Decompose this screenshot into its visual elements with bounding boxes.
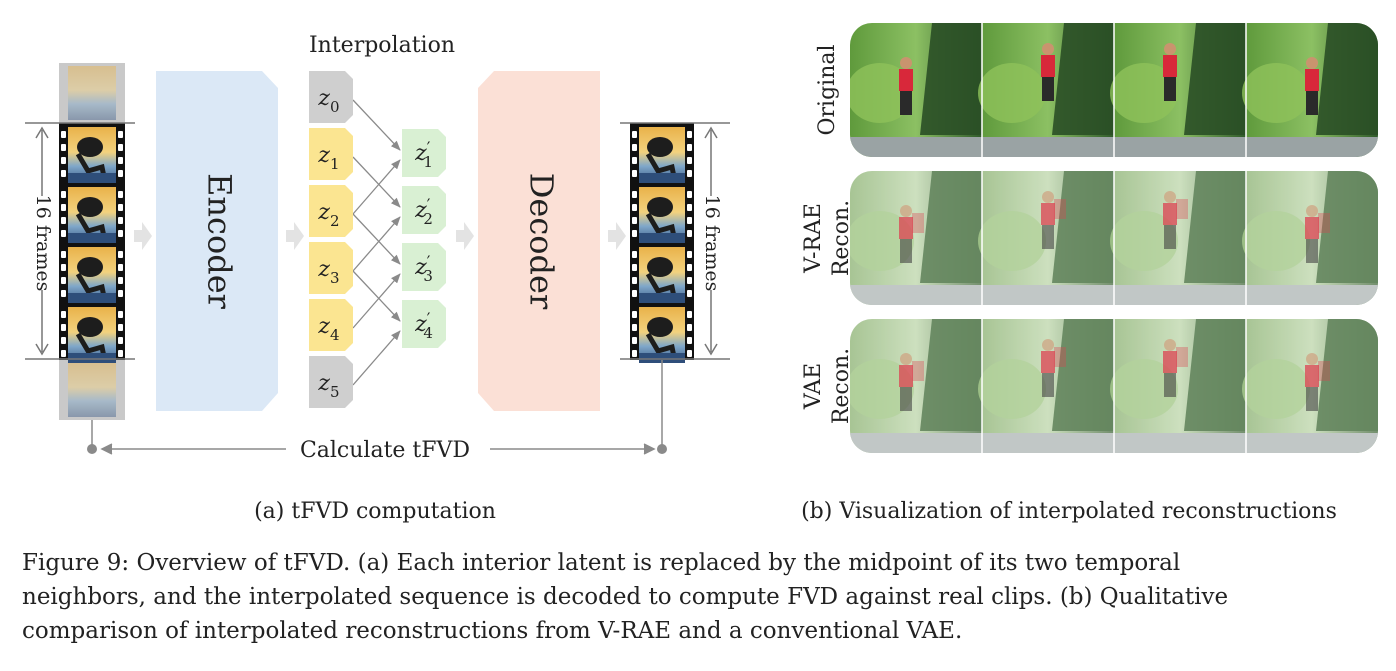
latent-label: z′2 (414, 195, 433, 228)
frames-label-right: 16 frames (701, 195, 723, 292)
thumbnail-row (850, 23, 1378, 157)
film-frame (632, 247, 692, 303)
latent-label: z1 (317, 143, 339, 173)
latent-label: z′4 (414, 309, 433, 342)
reconstruction-frame (1110, 23, 1246, 157)
interp-token-z1: z′1 (402, 129, 446, 177)
film-frame (632, 187, 692, 243)
interpolation-label: Interpolation (309, 33, 455, 58)
caption-line: Figure 9: Overview of tFVD. (a) Each int… (22, 550, 1181, 576)
latent-label: z2 (317, 200, 339, 230)
row-label: V-RAE (801, 203, 826, 274)
film-frame (632, 307, 692, 363)
decoder-label: Decoder (523, 173, 561, 310)
latent-label: z5 (317, 371, 339, 401)
subcaption-a: (a) tFVD computation (254, 499, 496, 524)
latent-token-z2: z2 (309, 185, 353, 237)
caption-line: comparison of interpolated reconstructio… (22, 618, 963, 644)
latent-token-z3: z3 (309, 242, 353, 294)
latent-label: z3 (317, 257, 339, 287)
row-label: Recon. (829, 348, 854, 424)
flow-arrows (134, 222, 626, 250)
interpolated-latent-tokens: z′1 z′2 z′3 z′4 (402, 129, 446, 348)
caption-line: neighbors, and the interpolated sequence… (22, 584, 1229, 610)
tfvd-endpoint-left (87, 444, 97, 454)
reconstruction-frame (1110, 319, 1246, 453)
tfvd-label: Calculate tFVD (300, 438, 470, 463)
subcaption-b: (b) Visualization of interpolated recons… (801, 499, 1337, 524)
film-frame (632, 127, 692, 183)
latent-token-z5: z5 (309, 356, 353, 408)
reconstruction-frame (1242, 23, 1378, 157)
thumbnail-row (850, 171, 1378, 305)
figure-caption: Figure 9: Overview of tFVD. (a) Each int… (22, 546, 1382, 648)
thumbnail-row (850, 319, 1378, 453)
interp-token-z3: z′3 (402, 243, 446, 291)
film-frame (61, 307, 123, 363)
interp-token-z4: z′4 (402, 300, 446, 348)
latent-label: z0 (317, 86, 339, 116)
encoder-label: Encoder (201, 173, 239, 310)
reconstruction-frame (850, 23, 982, 157)
latent-label: z′3 (414, 252, 433, 285)
row-label: Original (815, 44, 840, 135)
film-frame (61, 187, 123, 243)
reconstruction-frame (850, 171, 982, 305)
reconstruction-grid (850, 23, 1378, 453)
frames-label-left: 16 frames (32, 195, 54, 292)
row-label: Recon. (829, 200, 854, 276)
film-frame (61, 127, 123, 183)
latent-token-z1: z1 (309, 128, 353, 180)
output-film-strip (630, 123, 694, 363)
reconstruction-frame (1110, 171, 1246, 305)
reconstruction-frame (850, 319, 982, 453)
row-label: VAE (801, 363, 826, 410)
decoder-block (478, 71, 600, 411)
reconstruction-frame (1242, 319, 1378, 453)
latent-token-z0: z0 (309, 71, 353, 123)
latent-tokens: z0 z1 z2 z3 z4 z5 (309, 71, 353, 408)
input-film-strip (59, 63, 125, 420)
encoder-block (156, 71, 278, 411)
latent-label: z′1 (414, 138, 433, 171)
reconstruction-frame (978, 319, 1114, 453)
tfvd-endpoint-right (657, 444, 667, 454)
reconstruction-frame (1242, 171, 1378, 305)
latent-label: z4 (317, 314, 339, 344)
film-frame (61, 247, 123, 303)
reconstruction-frame (978, 171, 1114, 305)
tfvd-connector (91, 360, 663, 455)
latent-token-z4: z4 (309, 299, 353, 351)
interp-token-z2: z′2 (402, 186, 446, 234)
reconstruction-frame (978, 23, 1114, 157)
interpolation-connectors (352, 99, 401, 386)
